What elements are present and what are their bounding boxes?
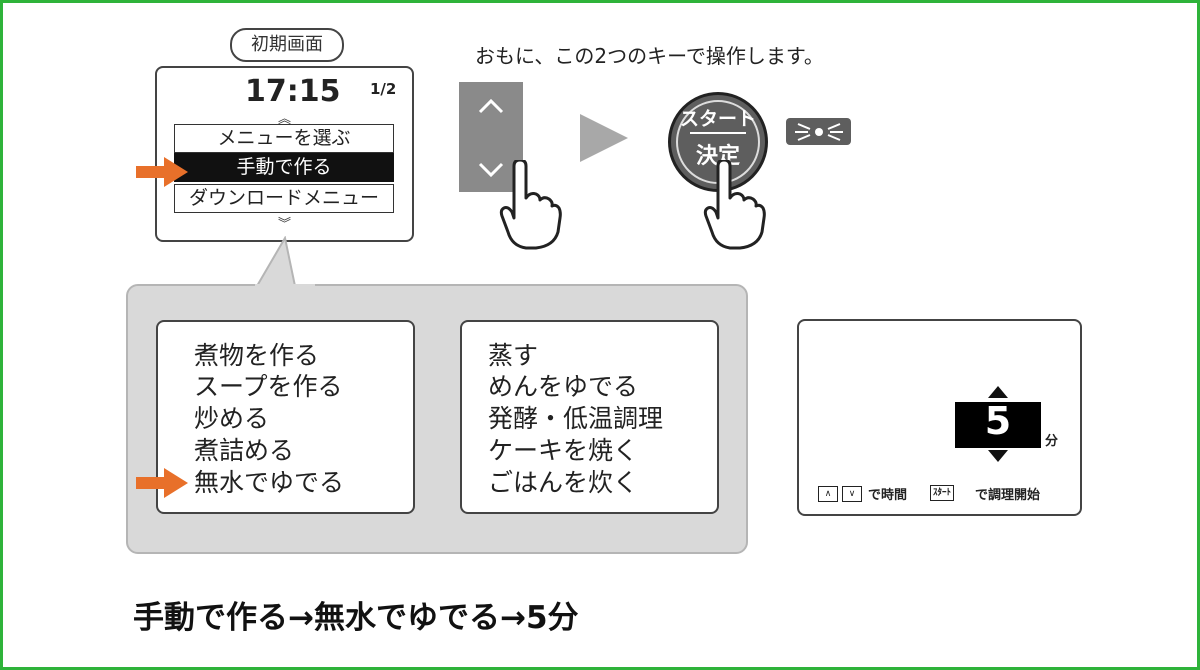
- hand-pointer-icon: [499, 160, 562, 250]
- hint-start-key-icon: ｽﾀｰﾄ: [930, 485, 955, 501]
- hint-up-key-icon: ∧: [818, 486, 838, 502]
- list-item[interactable]: めんをゆでる: [488, 372, 639, 401]
- list-item[interactable]: 蒸す: [488, 341, 539, 370]
- menu-row-manual[interactable]: 手動で作る: [174, 153, 394, 182]
- list-item[interactable]: 発酵・低温調理: [488, 404, 664, 433]
- scroll-up-icon: ︽: [278, 112, 292, 127]
- start-key-divider: [690, 132, 746, 134]
- timer-value-box: [955, 402, 1041, 448]
- increase-arrow-icon: [988, 386, 1008, 398]
- pointer-arrow-icon: [136, 468, 188, 498]
- instruction-text: おもに、この2つのキーで操作します。: [475, 44, 824, 68]
- pointer-arrow-icon: [136, 157, 188, 187]
- timer-value: 5: [984, 399, 1012, 443]
- timer-unit: 分: [1045, 434, 1059, 449]
- initial-screen-label: 初期画面: [230, 28, 344, 62]
- scroll-down-icon: ︾: [278, 217, 292, 232]
- menu-row-download-menu[interactable]: ダウンロードメニュー: [174, 184, 394, 213]
- clock-display: 17:15: [245, 74, 341, 109]
- list-item[interactable]: スープを作る: [194, 372, 343, 401]
- hint-down-key-icon: ∨: [842, 486, 862, 502]
- list-item[interactable]: ケーキを焼く: [488, 436, 639, 465]
- callout-tail: [255, 236, 315, 288]
- manual-menu-list-right: [460, 320, 719, 514]
- chevron-down-icon[interactable]: [474, 160, 508, 180]
- list-item[interactable]: ごはんを炊く: [488, 468, 639, 497]
- light-icon: [795, 123, 843, 141]
- caption: 手動で作る→無水でゆでる→5分: [133, 600, 579, 636]
- hint-start-text: で調理開始: [975, 488, 1041, 503]
- manual-menu-list-left: [156, 320, 415, 514]
- list-item[interactable]: 炒める: [194, 404, 270, 433]
- list-item-selected[interactable]: 無水でゆでる: [194, 468, 345, 497]
- page-indicator: 1/2: [370, 80, 397, 98]
- next-step-arrow-icon: [580, 114, 628, 162]
- chevron-up-icon[interactable]: [474, 96, 508, 116]
- list-item[interactable]: 煮詰める: [194, 436, 295, 465]
- list-item[interactable]: 煮物を作る: [194, 341, 320, 370]
- hint-time-text: で時間: [868, 488, 908, 503]
- start-key-label: スタート: [679, 108, 756, 130]
- menu-row-select-menu[interactable]: メニューを選ぶ: [174, 124, 394, 153]
- decrease-arrow-icon: [988, 450, 1008, 462]
- hand-pointer-icon: [703, 160, 766, 250]
